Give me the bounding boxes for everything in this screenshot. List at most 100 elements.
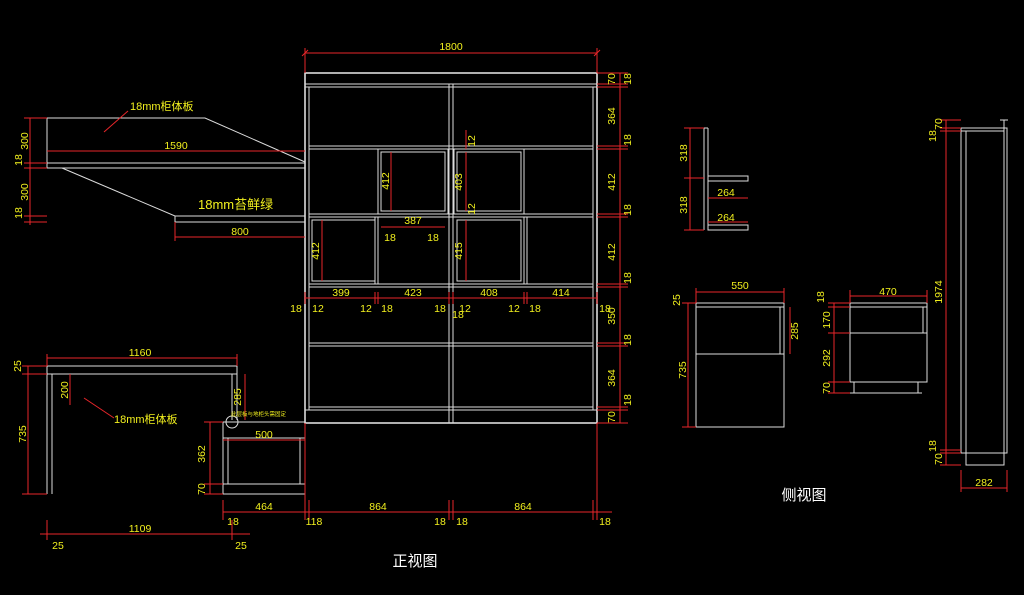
dim-sv4-282: 282 (975, 477, 993, 489)
side-view-drawer: 470 18 170 292 70 (815, 286, 928, 394)
dim-sh-1590: 1590 (164, 140, 188, 152)
dim-in-387: 387 (404, 215, 422, 227)
dim-sv1-318b: 318 (678, 196, 690, 214)
side-view-shelves: 318 318 264 264 (678, 127, 749, 231)
label-moss-green: 18mm苔鲜绿 (198, 197, 273, 212)
dim-r-18c: 18 (622, 204, 634, 216)
dim-in-412a: 412 (380, 172, 392, 190)
dim-sh-800: 800 (231, 226, 249, 238)
dim-r-350: 350 (606, 307, 618, 325)
dim-s-12c: 12 (459, 303, 471, 315)
dim-b-25a: 25 (52, 540, 64, 552)
dim-sv4-1974: 1974 (933, 280, 945, 304)
dim-r-18d: 18 (622, 272, 634, 284)
dim-sh-18a: 18 (13, 154, 25, 166)
dim-s-18b: 18 (381, 303, 393, 315)
dim-in-412b: 412 (310, 242, 322, 260)
dim-c-408: 408 (480, 287, 498, 299)
dim-in-415: 415 (453, 242, 465, 260)
dim-r-412a: 412 (606, 173, 618, 191)
dim-left-shelves: 300 18 300 18 1590 800 18mm柜体板 18mm苔鲜绿 (13, 99, 305, 241)
dim-sv2-735: 735 (677, 361, 689, 379)
dim-b-18b: 18 (434, 516, 446, 528)
dim-sv1-318a: 318 (678, 144, 690, 162)
dim-200: 200 (59, 381, 71, 399)
dim-sv4-18b: 18 (927, 440, 939, 452)
side-view-desk: 550 25 735 285 (671, 280, 801, 428)
dim-sv3-70: 70 (821, 382, 833, 394)
dim-b-464: 464 (255, 501, 273, 513)
dim-r-18b: 18 (622, 134, 634, 146)
dim-bottom: 464 864 864 18 118 18 18 18 1109 25 25 (40, 423, 612, 552)
dim-r-70b: 70 (606, 411, 618, 423)
dim-1800: 1800 (439, 41, 463, 53)
dim-r-412b: 412 (606, 243, 618, 261)
dim-b-118: 118 (306, 516, 323, 528)
dim-r-18e: 18 (622, 334, 634, 346)
dim-r-18a: 18 (622, 73, 634, 85)
dim-in-12a: 12 (466, 135, 478, 147)
dim-s-12b: 12 (360, 303, 372, 315)
dim-s-12d: 12 (508, 303, 520, 315)
dim-1160: 1160 (129, 347, 152, 359)
desk (46, 365, 239, 494)
side-view-tall: 70 18 1974 18 70 282 (927, 118, 1008, 492)
dim-sv4-18a: 18 (927, 130, 939, 142)
dim-70: 70 (196, 483, 208, 495)
dim-c-423: 423 (404, 287, 422, 299)
dim-sv2-550: 550 (731, 280, 749, 292)
dim-s-12a: 12 (312, 303, 324, 315)
dim-total-width: 1800 (301, 41, 601, 73)
dim-sv3-292: 292 (821, 349, 833, 367)
dim-b-1109: 1109 (129, 523, 152, 535)
dim-desk: 1160 25 735 200 18mm柜体板 285 此层板与地柜头需固定 5… (12, 347, 305, 495)
dim-sv2-285: 285 (789, 322, 801, 340)
dim-sv4-70b: 70 (933, 453, 945, 465)
dim-b-18d: 18 (599, 516, 611, 528)
dim-s-18e: 18 (529, 303, 541, 315)
dim-s-18a: 18 (290, 303, 302, 315)
dim-b-864b: 864 (514, 501, 532, 513)
dim-sh-300a: 300 (19, 132, 31, 150)
dim-sv4-70a: 70 (933, 118, 945, 130)
dim-sv3-170: 170 (821, 311, 833, 329)
dim-in-18a: 18 (384, 232, 396, 244)
dim-b-25b: 25 (235, 540, 247, 552)
dim-in-12b: 12 (466, 203, 478, 215)
dim-c-414: 414 (552, 287, 570, 299)
dim-in-18b: 18 (427, 232, 439, 244)
dim-c-399: 399 (332, 287, 350, 299)
dim-25: 25 (12, 360, 24, 372)
dim-inner: 412 387 18 18 412 12 403 12 415 (310, 130, 478, 281)
dim-500: 500 (255, 429, 273, 441)
dim-s-18f: 18 (599, 303, 611, 315)
dim-sv1-264b: 264 (717, 212, 735, 224)
dim-b-864a: 864 (369, 501, 387, 513)
side-view-title: 侧视图 (781, 487, 826, 504)
dim-in-403: 403 (453, 173, 465, 191)
dim-r-70a: 70 (606, 73, 618, 85)
label-board-top: 18mm柜体板 (130, 99, 194, 113)
dim-362: 362 (196, 445, 208, 463)
label-board-desk: 18mm柜体板 (114, 412, 178, 426)
dim-right-chain: 70 18 364 18 412 18 412 18 350 18 364 18… (597, 72, 634, 424)
front-view-title: 正视图 (392, 553, 437, 570)
left-shelves (46, 117, 306, 223)
dim-b-18a: 18 (227, 516, 239, 528)
dim-r-364b: 364 (606, 369, 618, 387)
dim-sh-300b: 300 (19, 183, 31, 201)
dim-sv1-264a: 264 (717, 187, 735, 199)
dim-285: 285 (232, 388, 244, 406)
dim-735: 735 (17, 425, 29, 443)
dim-r-364a: 364 (606, 107, 618, 125)
dim-sv2-25: 25 (671, 294, 683, 306)
dim-s-18c: 18 (434, 303, 446, 315)
dim-sh-18b: 18 (13, 207, 25, 219)
tall-cabinet (304, 72, 598, 424)
dim-b-18c: 18 (456, 516, 468, 528)
dim-s-18d: 18 (452, 309, 464, 321)
dim-r-18f: 18 (622, 394, 634, 406)
dim-columns: 399 423 408 414 18 12 12 18 18 18 12 12 … (290, 287, 611, 321)
dim-sv3-470: 470 (879, 286, 897, 298)
